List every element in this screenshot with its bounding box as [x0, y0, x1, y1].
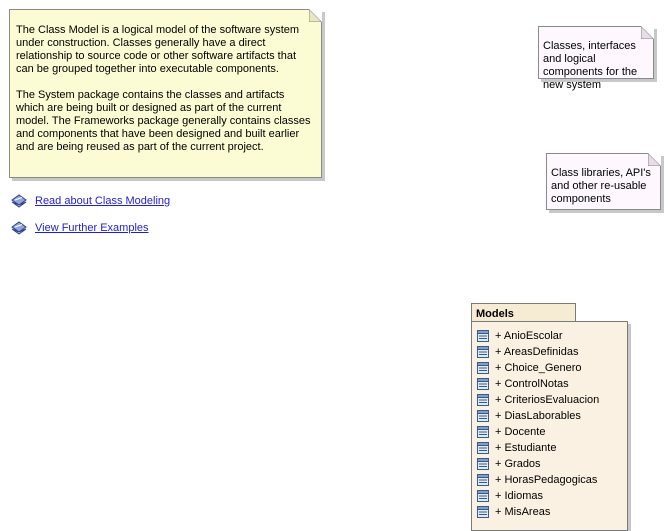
package-class-label: + Estudiante [495, 442, 557, 454]
note-paragraph-1: The Class Model is a logical model of th… [16, 24, 300, 75]
class-icon [477, 378, 489, 390]
package-class-list: + AnioEscolar + AreasDefinidas + Choice_Ge… [472, 328, 627, 520]
package-name: Models [476, 308, 514, 320]
new-system-note-text: Classes, interfaces and logical componen… [543, 40, 638, 91]
class-icon [477, 394, 489, 406]
class-icon [477, 330, 489, 342]
note-paragraph-2: The System package contains the classes … [16, 89, 311, 153]
libraries-note-text: Class libraries, API's and other re-usab… [551, 167, 651, 205]
package-body[interactable]: + AnioEscolar + AreasDefinidas + Choice_Ge… [471, 321, 628, 531]
link-row-examples[interactable]: View Further Examples [11, 220, 149, 236]
class-icon [477, 410, 489, 422]
package-class-label: + Docente [495, 426, 546, 438]
package-class-item[interactable]: + MisAreas [472, 504, 627, 520]
package-class-label: + AreasDefinidas [495, 346, 579, 358]
view-examples-link[interactable]: View Further Examples [35, 222, 149, 234]
package-class-item[interactable]: + Grados [472, 456, 627, 472]
package-class-item[interactable]: + Idiomas [472, 488, 627, 504]
package-class-item[interactable]: + AreasDefinidas [472, 344, 627, 360]
package-class-label: + Grados [495, 458, 541, 470]
class-icon [477, 346, 489, 358]
class-icon [477, 442, 489, 454]
libraries-note[interactable]: Class libraries, API's and other re-usab… [546, 153, 661, 210]
package-class-item[interactable]: + Choice_Genero [472, 360, 627, 376]
package-class-item[interactable]: + DiasLaborables [472, 408, 627, 424]
class-icon [477, 506, 489, 518]
package-class-label: + AnioEscolar [495, 330, 563, 342]
note-fold-icon [309, 9, 322, 22]
package-class-label: + ControlNotas [495, 378, 569, 390]
package-class-item[interactable]: + AnioEscolar [472, 328, 627, 344]
class-icon [477, 458, 489, 470]
link-row-class-modeling[interactable]: Read about Class Modeling [11, 193, 170, 209]
package-class-item[interactable]: + ControlNotas [472, 376, 627, 392]
package-class-label: + MisAreas [495, 506, 551, 518]
hyperlink-icon [11, 221, 27, 235]
package-class-label: + Choice_Genero [495, 362, 582, 374]
hyperlink-icon [11, 194, 27, 208]
package-class-label: + DiasLaborables [495, 410, 581, 422]
class-icon [477, 426, 489, 438]
package-class-label: + HorasPedagogicas [495, 474, 598, 486]
note-fold-icon [648, 153, 661, 166]
package-class-item[interactable]: + CriteriosEvaluacion [472, 392, 627, 408]
class-model-note[interactable]: The Class Model is a logical model of th… [9, 9, 322, 178]
read-class-modeling-link[interactable]: Read about Class Modeling [35, 195, 171, 207]
package-class-item[interactable]: + HorasPedagogicas [472, 472, 627, 488]
package-class-item[interactable]: + Docente [472, 424, 627, 440]
new-system-note[interactable]: Classes, interfaces and logical componen… [538, 26, 654, 91]
class-icon [477, 490, 489, 502]
class-icon [477, 362, 489, 374]
package-class-label: + CriteriosEvaluacion [495, 394, 600, 406]
package-class-label: + Idiomas [495, 490, 543, 502]
class-icon [477, 474, 489, 486]
note-fold-icon [641, 26, 654, 39]
package-class-item[interactable]: + Estudiante [472, 440, 627, 456]
package-tab[interactable]: Models [471, 303, 576, 322]
